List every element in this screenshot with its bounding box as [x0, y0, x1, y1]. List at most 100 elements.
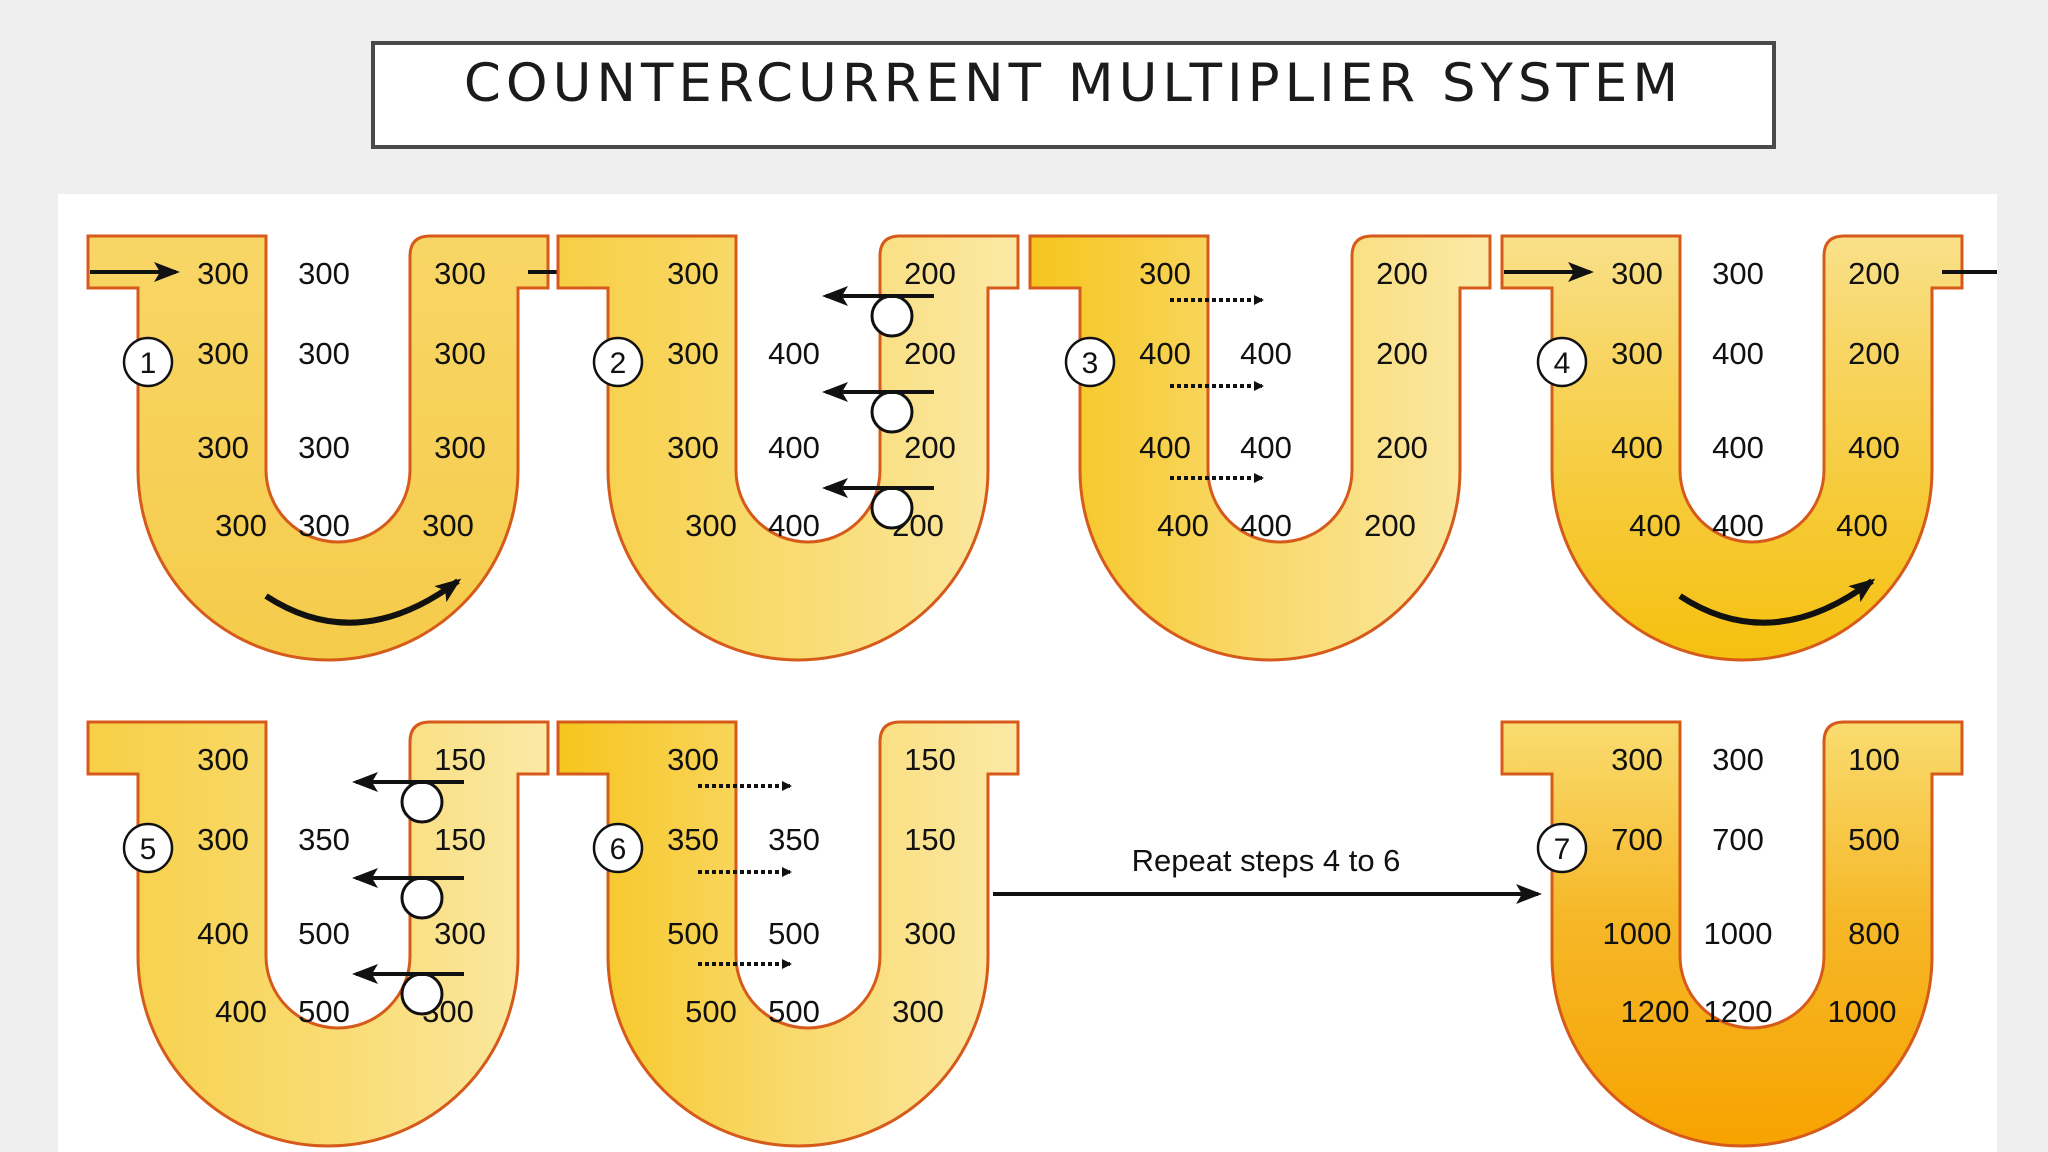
loop-tube — [1500, 234, 1964, 662]
left-limb-value: 700 — [1611, 822, 1663, 857]
left-limb-value: 400 — [197, 916, 249, 951]
right-limb-value: 800 — [1848, 916, 1900, 951]
right-limb-value: 150 — [904, 742, 956, 777]
interstitial-value: 300 — [298, 508, 350, 543]
left-limb-value: 300 — [685, 508, 737, 543]
right-limb-value: 300 — [434, 916, 486, 951]
step-number: 2 — [592, 336, 644, 388]
interstitial-value: 400 — [1240, 336, 1292, 371]
loop-tube — [86, 234, 550, 662]
left-limb-value: 400 — [1629, 508, 1681, 543]
step-number-label: 3 — [1082, 347, 1099, 380]
interstitial-value: 300 — [298, 256, 350, 291]
step-number-label: 1 — [140, 347, 157, 380]
left-limb-value: 400 — [1139, 430, 1191, 465]
diagram-panel: 300 300 300 300 300 300 300 300 300 300 300 300 1 300… — [58, 194, 1997, 1152]
interstitial-value: 1000 — [1704, 916, 1773, 951]
step-number: 3 — [1064, 336, 1116, 388]
flow-direction-arrow — [1678, 578, 1876, 626]
loop-tube — [86, 720, 550, 1148]
right-limb-value: 500 — [1848, 822, 1900, 857]
right-limb-value: 400 — [1836, 508, 1888, 543]
right-limb-value: 200 — [1376, 430, 1428, 465]
interstitial-value: 300 — [1712, 742, 1764, 777]
interstitial-value: 350 — [298, 822, 350, 857]
interstitial-value: 350 — [768, 822, 820, 857]
left-limb-value: 400 — [1611, 430, 1663, 465]
loop-tube — [556, 720, 1020, 1148]
left-limb-value: 300 — [197, 430, 249, 465]
step-4: 300 300 400 400 300 400 400 400 200 200 400 400 4 — [1500, 234, 1997, 662]
right-limb-value: 200 — [904, 336, 956, 371]
flow-direction-arrow — [264, 578, 462, 626]
right-limb-value: 150 — [904, 822, 956, 857]
interstitial-value: 300 — [298, 430, 350, 465]
title-box: COUNTERCURRENT MULTIPLIER SYSTEM — [371, 41, 1776, 149]
step-number: 4 — [1536, 336, 1588, 388]
ion-pump — [822, 286, 934, 338]
left-limb-value: 300 — [667, 430, 719, 465]
countercurrent-diagram: 300 300 300 300 300 300 300 300 300 300 300 300 1 300… — [86, 234, 1997, 1148]
right-limb-value: 1000 — [1828, 994, 1897, 1029]
interstitial-value: 400 — [1712, 508, 1764, 543]
right-limb-value: 200 — [1848, 256, 1900, 291]
left-limb-value: 1200 — [1621, 994, 1690, 1029]
step-number: 5 — [122, 822, 174, 874]
loop-tube — [556, 234, 1020, 662]
left-limb-value: 300 — [197, 256, 249, 291]
left-limb-value: 400 — [215, 994, 267, 1029]
left-limb-value: 300 — [667, 742, 719, 777]
step-number-label: 4 — [1554, 347, 1571, 380]
interstitial-value: 400 — [1712, 430, 1764, 465]
repeat-annotation: Repeat steps 4 to 6 — [993, 843, 1542, 904]
interstitial-value: 400 — [1712, 336, 1764, 371]
right-limb-value: 300 — [892, 994, 944, 1029]
step-number-label: 2 — [610, 347, 627, 380]
left-limb-value: 300 — [1611, 256, 1663, 291]
left-limb-value: 300 — [1611, 336, 1663, 371]
right-limb-value: 200 — [1364, 508, 1416, 543]
interstitial-value: 700 — [1712, 822, 1764, 857]
right-limb-value: 300 — [434, 336, 486, 371]
left-limb-value: 500 — [685, 994, 737, 1029]
left-limb-value: 300 — [1611, 742, 1663, 777]
interstitial-value: 500 — [298, 994, 350, 1029]
left-limb-value: 300 — [1139, 256, 1191, 291]
ion-pump — [352, 964, 464, 1016]
left-limb-value: 300 — [197, 822, 249, 857]
right-limb-value: 300 — [434, 430, 486, 465]
left-limb-value: 400 — [1139, 336, 1191, 371]
step-number: 6 — [592, 822, 644, 874]
right-limb-value: 150 — [434, 822, 486, 857]
step-number-label: 7 — [1554, 833, 1571, 866]
right-limb-value: 300 — [904, 916, 956, 951]
interstitial-value: 300 — [1712, 256, 1764, 291]
left-limb-value: 300 — [667, 256, 719, 291]
step-number-label: 6 — [610, 833, 627, 866]
interstitial-value: 300 — [298, 336, 350, 371]
interstitial-value: 400 — [768, 430, 820, 465]
left-limb-value: 350 — [667, 822, 719, 857]
loop-tube — [1500, 720, 1964, 1148]
right-limb-value: 400 — [1848, 430, 1900, 465]
right-limb-value: 100 — [1848, 742, 1900, 777]
right-limb-value: 200 — [1848, 336, 1900, 371]
step-7: 3007001000120030070010001200100500800100… — [1500, 720, 1964, 1148]
left-limb-value: 300 — [215, 508, 267, 543]
left-limb-value: 300 — [667, 336, 719, 371]
ion-pump — [822, 382, 934, 434]
interstitial-value: 400 — [768, 336, 820, 371]
left-limb-value: 500 — [667, 916, 719, 951]
interstitial-value: 400 — [1240, 508, 1292, 543]
interstitial-value: 500 — [768, 994, 820, 1029]
step-number: 7 — [1536, 822, 1588, 874]
step-number: 1 — [122, 336, 174, 388]
right-limb-value: 300 — [422, 508, 474, 543]
ion-pump — [822, 478, 934, 530]
left-limb-value: 400 — [1157, 508, 1209, 543]
interstitial-value: 500 — [298, 916, 350, 951]
